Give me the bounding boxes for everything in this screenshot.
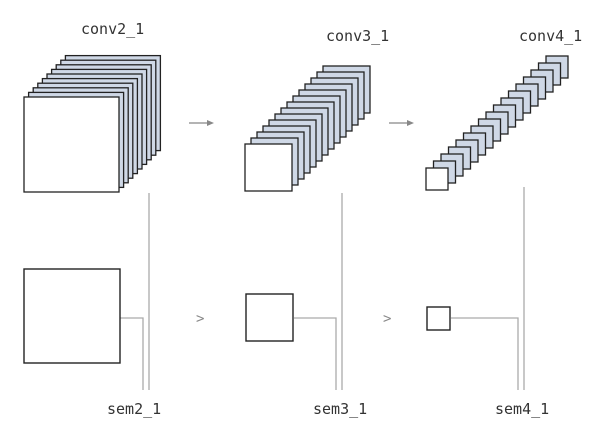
connector-sem3-1	[294, 317, 337, 390]
sem3-1-square	[245, 293, 294, 342]
feature-map-front	[23, 96, 120, 193]
conv3-1-feature-stack	[244, 65, 371, 192]
sem3-1-label: sem3_1	[313, 400, 367, 418]
conv4-1-label: conv4_1	[519, 27, 582, 45]
feature-map-front	[425, 167, 449, 191]
sem-arrow-2: >	[383, 311, 391, 327]
sem2-1-square	[23, 268, 121, 364]
conv2-1-feature-stack	[23, 54, 162, 193]
conv-arrow-2	[389, 120, 414, 126]
conv3-1-label: conv3_1	[326, 27, 389, 45]
conv2-1-label: conv2_1	[81, 20, 144, 38]
conv-arrow-1	[189, 120, 214, 126]
sem4-1-label: sem4_1	[495, 400, 549, 418]
connector-sem2-1	[120, 317, 144, 390]
connector-sem4-1	[451, 317, 519, 390]
feature-map-front	[244, 143, 293, 192]
sem4-1-square	[426, 306, 451, 331]
connector-lines	[120, 187, 525, 390]
sem-arrow-1: >	[196, 311, 204, 327]
sem2-1-label: sem2_1	[107, 400, 161, 418]
conv4-1-feature-stack	[425, 55, 569, 191]
